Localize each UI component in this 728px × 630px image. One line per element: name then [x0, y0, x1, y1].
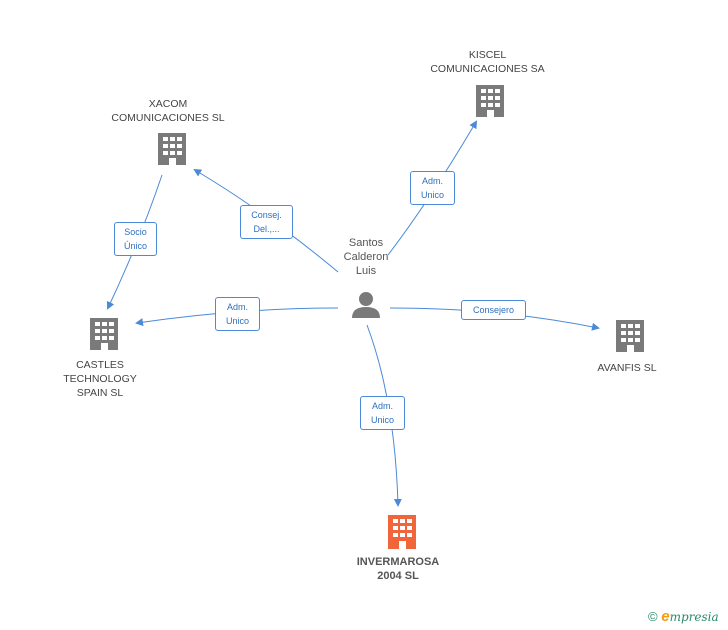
footer: © empresia — [648, 608, 719, 625]
brand-text[interactable]: mpresia — [669, 610, 719, 624]
invermarosa-label[interactable]: INVERMAROSA 2004 SL — [356, 556, 440, 582]
castles-label[interactable]: CASTLES TECHNOLOGY SPAIN SL — [63, 359, 137, 399]
xacom-label[interactable]: XACOM COMUNICACIONES SL — [111, 98, 225, 124]
brand-logo[interactable]: e — [661, 608, 670, 625]
avanfis-building-icon[interactable] — [616, 320, 644, 352]
xacom-building-icon[interactable] — [158, 133, 186, 165]
invermarosa-building-icon[interactable] — [388, 515, 416, 549]
person-label[interactable]: Santos Calderon Luis — [343, 237, 389, 277]
person-icon[interactable] — [352, 292, 380, 318]
kiscel-label[interactable]: KISCEL COMUNICACIONES SA — [430, 49, 545, 75]
edge-label-consej: Consej. Del.,... — [240, 205, 293, 239]
edge-label-adm-invermarosa: Adm. Unico — [360, 396, 405, 430]
edge-label-consejero: Consejero — [461, 300, 526, 320]
edge-label-adm-castles: Adm. Unico — [215, 297, 260, 331]
kiscel-building-icon[interactable] — [476, 85, 504, 117]
avanfis-label[interactable]: AVANFIS SL — [597, 362, 657, 374]
copyright-icon: © — [648, 609, 658, 624]
edge-label-adm-kiscel: Adm. Unico — [410, 171, 455, 205]
edge-label-socio: Socio Único — [114, 222, 157, 256]
castles-building-icon[interactable] — [90, 318, 118, 350]
